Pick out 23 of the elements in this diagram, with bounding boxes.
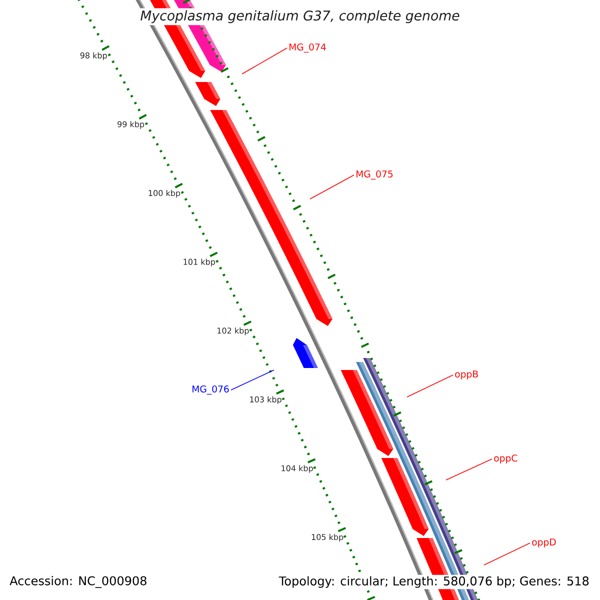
gene-label: MG_075 — [356, 170, 393, 180]
tick-label: 98 kbp — [80, 52, 107, 60]
gene-label: oppB — [455, 370, 478, 380]
accession-text: Accession: NC_000908 — [10, 576, 146, 588]
leader-line — [406, 374, 454, 398]
gene-label: oppC — [494, 454, 518, 464]
gene-label: oppD — [532, 538, 556, 548]
tick-label: 99 kbp — [118, 121, 144, 129]
leader-line — [446, 458, 492, 480]
title: Mycoplasma genitalium G37, complete genome — [138, 8, 462, 26]
tick-label: 104 kbp — [282, 465, 313, 473]
tick-label: 102 kbp — [218, 327, 249, 336]
tick-label: 101 kbp — [184, 258, 215, 266]
leader-line — [484, 542, 530, 566]
gene-label: MG_076 — [192, 385, 229, 395]
gene-label: MG_074 — [290, 43, 326, 53]
leader-line — [242, 48, 288, 74]
tick-label: 105 kbp — [312, 534, 344, 542]
genome-info-text: Topology: circular; Length: 580,076 bp; Genes: 518 — [278, 574, 591, 590]
leader-line — [310, 174, 354, 200]
leader-line — [230, 370, 274, 390]
tick-label: 103 kbp — [250, 396, 282, 404]
tick-label: 100 kbp — [148, 190, 180, 198]
